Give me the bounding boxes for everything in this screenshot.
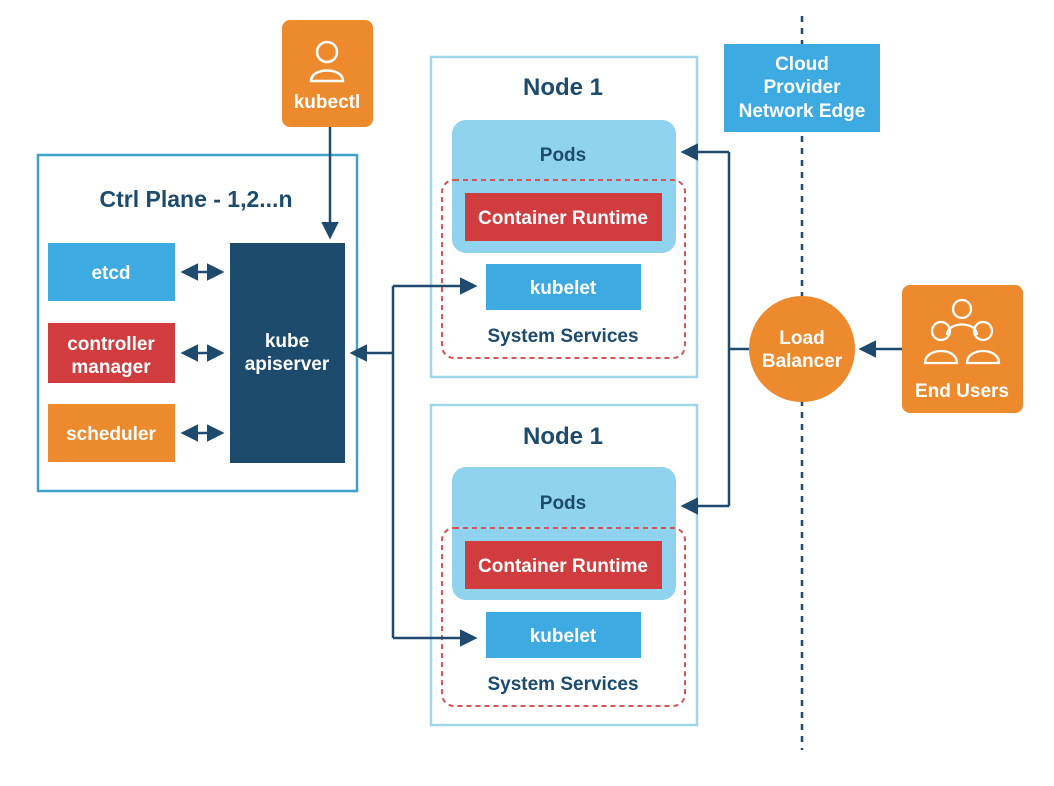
container-runtime-label-bottom: Container Runtime <box>478 556 648 577</box>
scheduler-label: scheduler <box>66 424 156 445</box>
control-plane-title: Ctrl Plane - 1,2...n <box>100 186 293 212</box>
apiserver-label-line1: kube <box>265 331 309 352</box>
load-balancer-line2: Balancer <box>762 351 843 372</box>
scheduler-box: scheduler <box>48 404 175 462</box>
kubelet-box-bottom <box>486 612 641 658</box>
cloud-provider-box: Cloud Provider Network Edge <box>724 44 880 132</box>
pods-label-bottom: Pods <box>540 493 586 514</box>
system-services-boundary-bottom <box>441 527 686 707</box>
container-runtime-box-top <box>465 193 662 241</box>
system-services-boundary-top <box>441 179 686 359</box>
etcd-box: etcd <box>48 243 175 301</box>
controller-manager-label-line1: controller <box>67 334 155 355</box>
node-title-bottom: Node 1 <box>523 423 603 450</box>
users-group-icon <box>923 298 1001 365</box>
container-runtime-label-top: Container Runtime <box>478 208 648 229</box>
kubelet-label-bottom: kubelet <box>530 626 597 647</box>
control-plane-container <box>36 153 359 493</box>
controller-manager-label-line2: manager <box>71 357 151 378</box>
kubelet-label-top: kubelet <box>530 278 597 299</box>
cloud-provider-line3: Network Edge <box>739 101 866 122</box>
end-users-box: End Users <box>902 285 1023 413</box>
system-services-label-bottom: System Services <box>487 674 638 695</box>
load-balancer-node: Load Balancer <box>749 296 855 402</box>
etcd-label: etcd <box>91 263 130 284</box>
end-users-label: End Users <box>915 381 1009 402</box>
load-balancer-line1: Load <box>779 328 824 349</box>
system-services-label-top: System Services <box>487 326 638 347</box>
loadbalancer-pods-connector <box>680 143 749 515</box>
controller-manager-box: controller manager <box>48 323 175 383</box>
container-runtime-box-bottom <box>465 541 662 589</box>
node-card-bottom: Node 1 Pods Container Runtime kubelet Sy… <box>429 403 699 727</box>
apiserver-kubelet-connector <box>349 277 478 647</box>
apiserver-box: kube apiserver <box>230 243 345 463</box>
cloud-provider-line1: Cloud <box>775 54 829 75</box>
node-card-top: Node 1 Pods Container Runtime kubelet Sy… <box>429 55 699 379</box>
node-title-top: Node 1 <box>523 74 603 101</box>
cloud-provider-line2: Provider <box>763 77 841 98</box>
apiserver-label-line2: apiserver <box>245 354 330 375</box>
kubectl-label: kubectl <box>294 92 361 113</box>
user-icon <box>309 40 345 83</box>
kubectl-box: kubectl <box>282 20 373 127</box>
pods-label-top: Pods <box>540 145 586 166</box>
kubelet-box-top <box>486 264 641 310</box>
